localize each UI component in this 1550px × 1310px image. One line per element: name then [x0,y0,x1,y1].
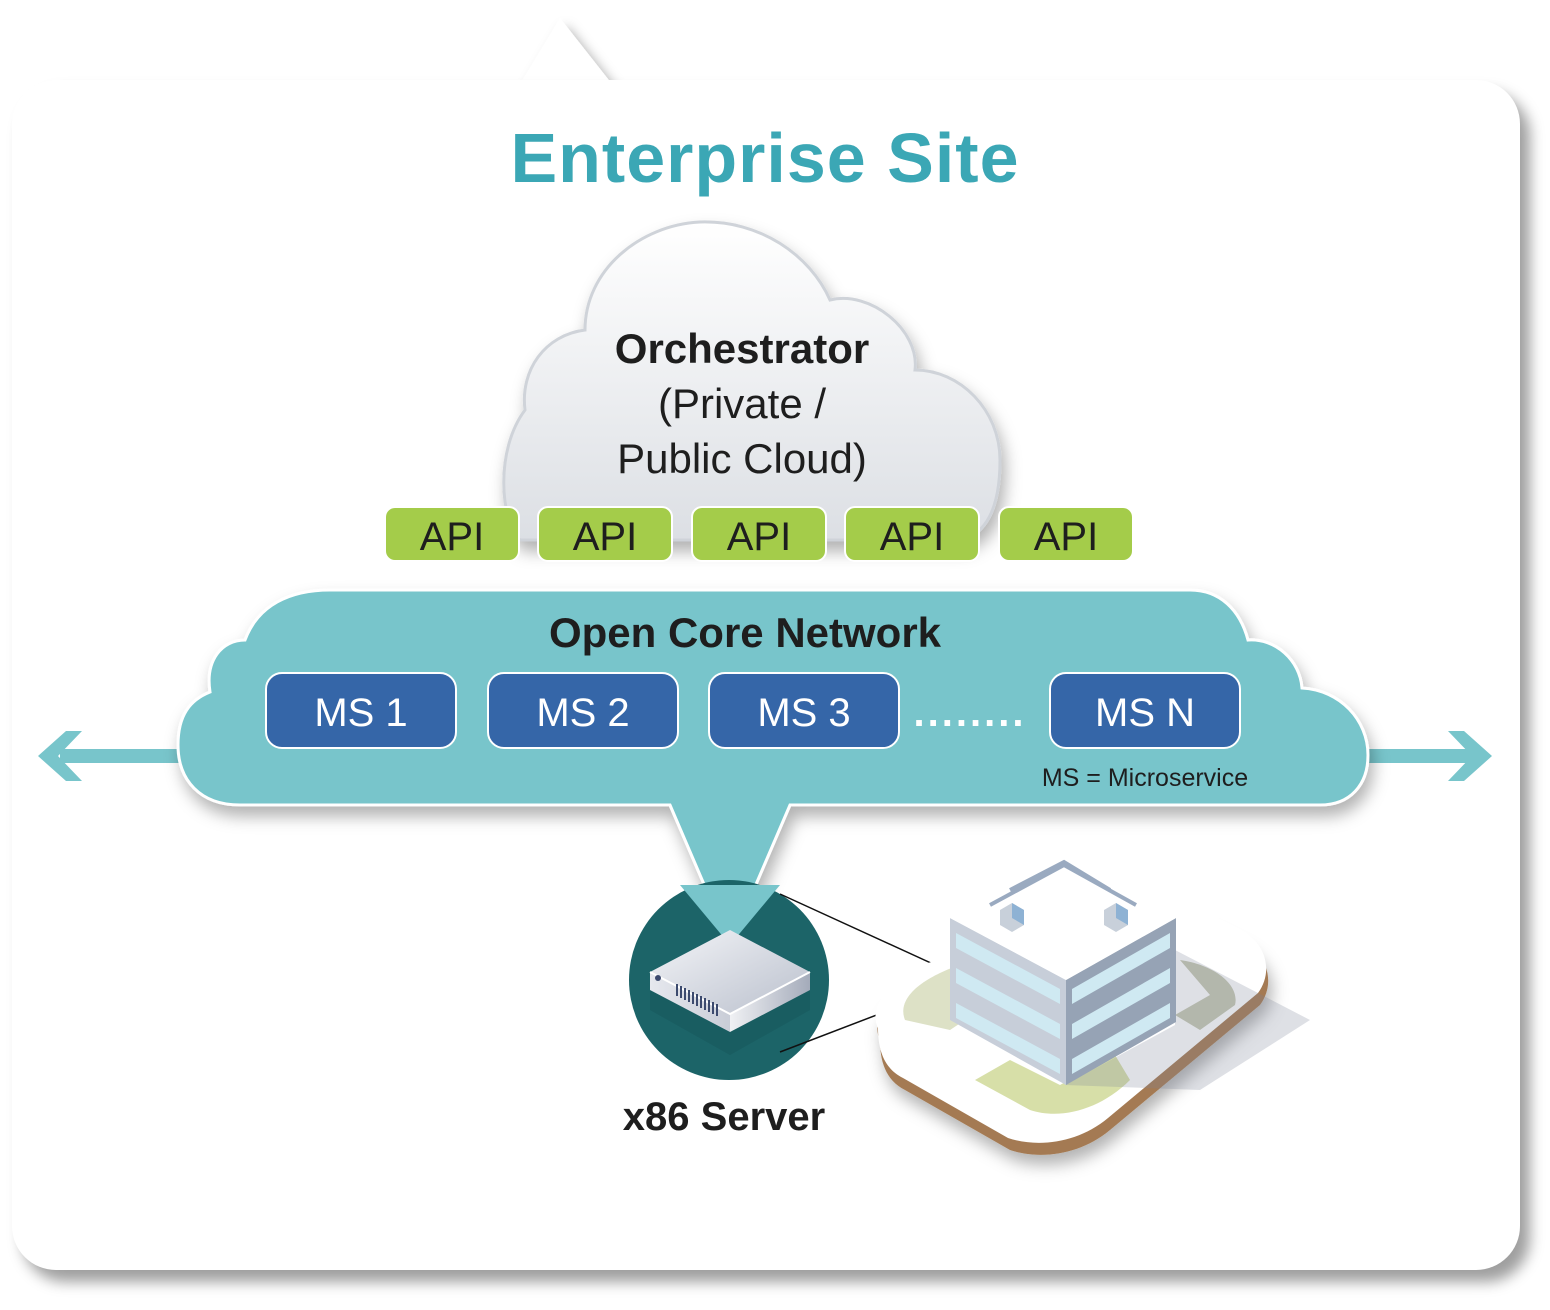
microservice-label: MS 2 [536,691,629,735]
microservice-label: MS 3 [757,691,850,735]
api-badge-box [537,506,673,562]
microservice-legend: MS = Microservice [1042,764,1248,792]
page-title: Enterprise Site [510,119,1020,197]
api-badge-box [384,506,520,562]
orchestrator-cloud [502,220,1002,542]
api-badge-label: API [880,515,944,559]
microservice-box-bg [265,672,457,749]
microservice-box: MS N [1049,672,1241,749]
api-badge-box [998,506,1134,562]
microservice-box-bg [1049,672,1241,749]
microservice-box-bg [487,672,679,749]
api-badge: API [844,506,980,562]
api-badge-box [844,506,980,562]
microservice-box: MS 3 [708,672,900,749]
api-badge-label: API [420,515,484,559]
api-row: API API API API API [384,506,1134,562]
enterprise-building-icon [875,858,1310,1155]
network-pointer [680,885,780,945]
api-badge-label: API [727,515,791,559]
network-title: Open Core Network [549,609,942,656]
api-badge: API [998,506,1134,562]
right-arrow [1350,731,1492,781]
microservice-box-bg [708,672,900,749]
microservice-label: MS N [1095,691,1195,735]
microservice-row: MS 1 MS 2 MS 3 MS N [265,672,1241,749]
api-badge: API [384,506,520,562]
api-badge: API [691,506,827,562]
orchestrator-subtitle-1: (Private / [658,380,826,427]
orchestrator-subtitle-2: Public Cloud) [617,435,867,482]
microservice-ellipsis: ........ [914,691,1027,735]
api-badge-label: API [1034,515,1098,559]
left-arrow [38,731,200,781]
api-badge-label: API [573,515,637,559]
orchestrator-title: Orchestrator [615,325,869,372]
server-icon [649,930,811,1032]
microservice-label: MS 1 [314,691,407,735]
server-label: x86 Server [623,1095,825,1139]
microservice-box: MS 1 [265,672,457,749]
microservice-box: MS 2 [487,672,679,749]
api-badge: API [537,506,673,562]
api-badge-box [691,506,827,562]
